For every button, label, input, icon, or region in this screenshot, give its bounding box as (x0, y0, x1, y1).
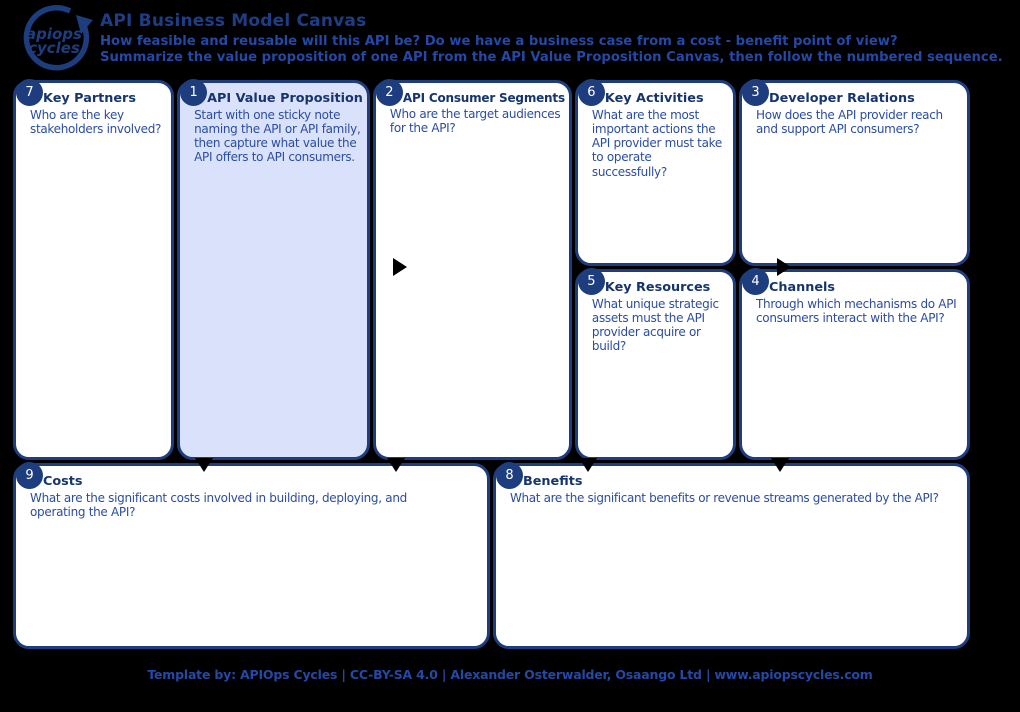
logo-word-cycles: cycles (28, 39, 80, 57)
flow-arrow-down-col1-icon (195, 458, 213, 472)
box-body-key-activities: What are the most important actions the … (591, 108, 722, 179)
box-benefits: 8 Benefits What are the significant bene… (493, 462, 970, 649)
flow-arrow-down-col2-icon (387, 458, 405, 472)
header: apiops cycles API Business Model Canvas … (0, 0, 1020, 78)
page-title: API Business Model Canvas (100, 11, 367, 31)
circular-arrow-logo-icon: apiops cycles (23, 4, 93, 71)
flow-arrow-into-value-proposition-icon (393, 258, 407, 276)
box-costs: 9 Costs What are the significant costs i… (13, 462, 490, 649)
step-badge-5: 5 (577, 268, 605, 295)
box-body-api-value-proposition: Start with one sticky note naming the AP… (194, 108, 361, 165)
step-badge-3: 3 (742, 79, 769, 106)
box-api-consumer-segments: 2 API Consumer Segments Who are the targ… (372, 79, 572, 460)
step-badge-9: 9 (16, 462, 43, 489)
box-title-key-activities: Key Activities (604, 91, 704, 106)
flow-arrow-down-col4-icon (771, 458, 789, 472)
step-badge-2: 2 (375, 79, 403, 106)
box-channels: 4 Channels Through which mechanisms do A… (739, 268, 970, 460)
apiops-cycles-logo: apiops cycles (8, 3, 100, 75)
step-badge-6: 6 (577, 79, 605, 106)
flow-arrow-down-col3-icon (579, 458, 597, 472)
box-title-key-resources: Key Resources (604, 280, 711, 295)
page-subtitle-line2: Summarize the value proposition of one A… (100, 49, 1003, 65)
step-badge-8: 8 (496, 462, 523, 489)
box-body-developer-relations: How does the API provider reach and supp… (756, 108, 943, 137)
box-title-api-value-proposition: API Value Proposition (207, 91, 363, 106)
logo-word-apiops: apiops (26, 25, 82, 43)
box-body-benefits: What are the significant benefits or rev… (510, 491, 939, 505)
box-key-resources: 5 Key Resources What unique strategic as… (574, 268, 736, 460)
box-api-value-proposition: 1 API Value Proposition Start with one s… (177, 79, 370, 460)
box-title-benefits: Benefits (523, 474, 583, 489)
box-developer-relations: 3 Developer Relations How does the API p… (739, 79, 970, 266)
box-key-activities: 6 Key Activities What are the most impor… (574, 79, 736, 266)
page-subtitle-line1: How feasible and reusable will this API … (100, 34, 898, 49)
box-title-costs: Costs (43, 474, 83, 489)
box-title-developer-relations: Developer Relations (769, 91, 915, 106)
box-key-partners: 7 Key Partners Who are the key stakehold… (13, 79, 175, 460)
box-title-channels: Channels (769, 280, 836, 295)
footer-attribution: Template by: APIOps Cycles | CC-BY-SA 4.… (147, 667, 873, 682)
business-model-canvas: 7 Key Partners Who are the key stakehold… (13, 79, 970, 654)
box-title-key-partners: Key Partners (43, 91, 136, 106)
flow-arrow-into-consumer-segments-icon (777, 258, 791, 276)
step-badge-4: 4 (742, 268, 769, 295)
box-body-key-resources: What unique strategic assets must the AP… (591, 297, 719, 354)
step-badge-7: 7 (16, 79, 43, 106)
box-body-api-consumer-segments: Who are the target audiences for the API… (389, 107, 561, 136)
box-body-channels: Through which mechanisms do API consumer… (756, 297, 957, 326)
box-body-costs: What are the significant costs involved … (30, 491, 407, 520)
box-title-api-consumer-segments: API Consumer Segments (402, 91, 565, 105)
box-body-key-partners: Who are the key stakeholders involved? (30, 108, 162, 137)
step-badge-1: 1 (180, 79, 208, 106)
notch-costs-benefits-icon (485, 646, 497, 654)
